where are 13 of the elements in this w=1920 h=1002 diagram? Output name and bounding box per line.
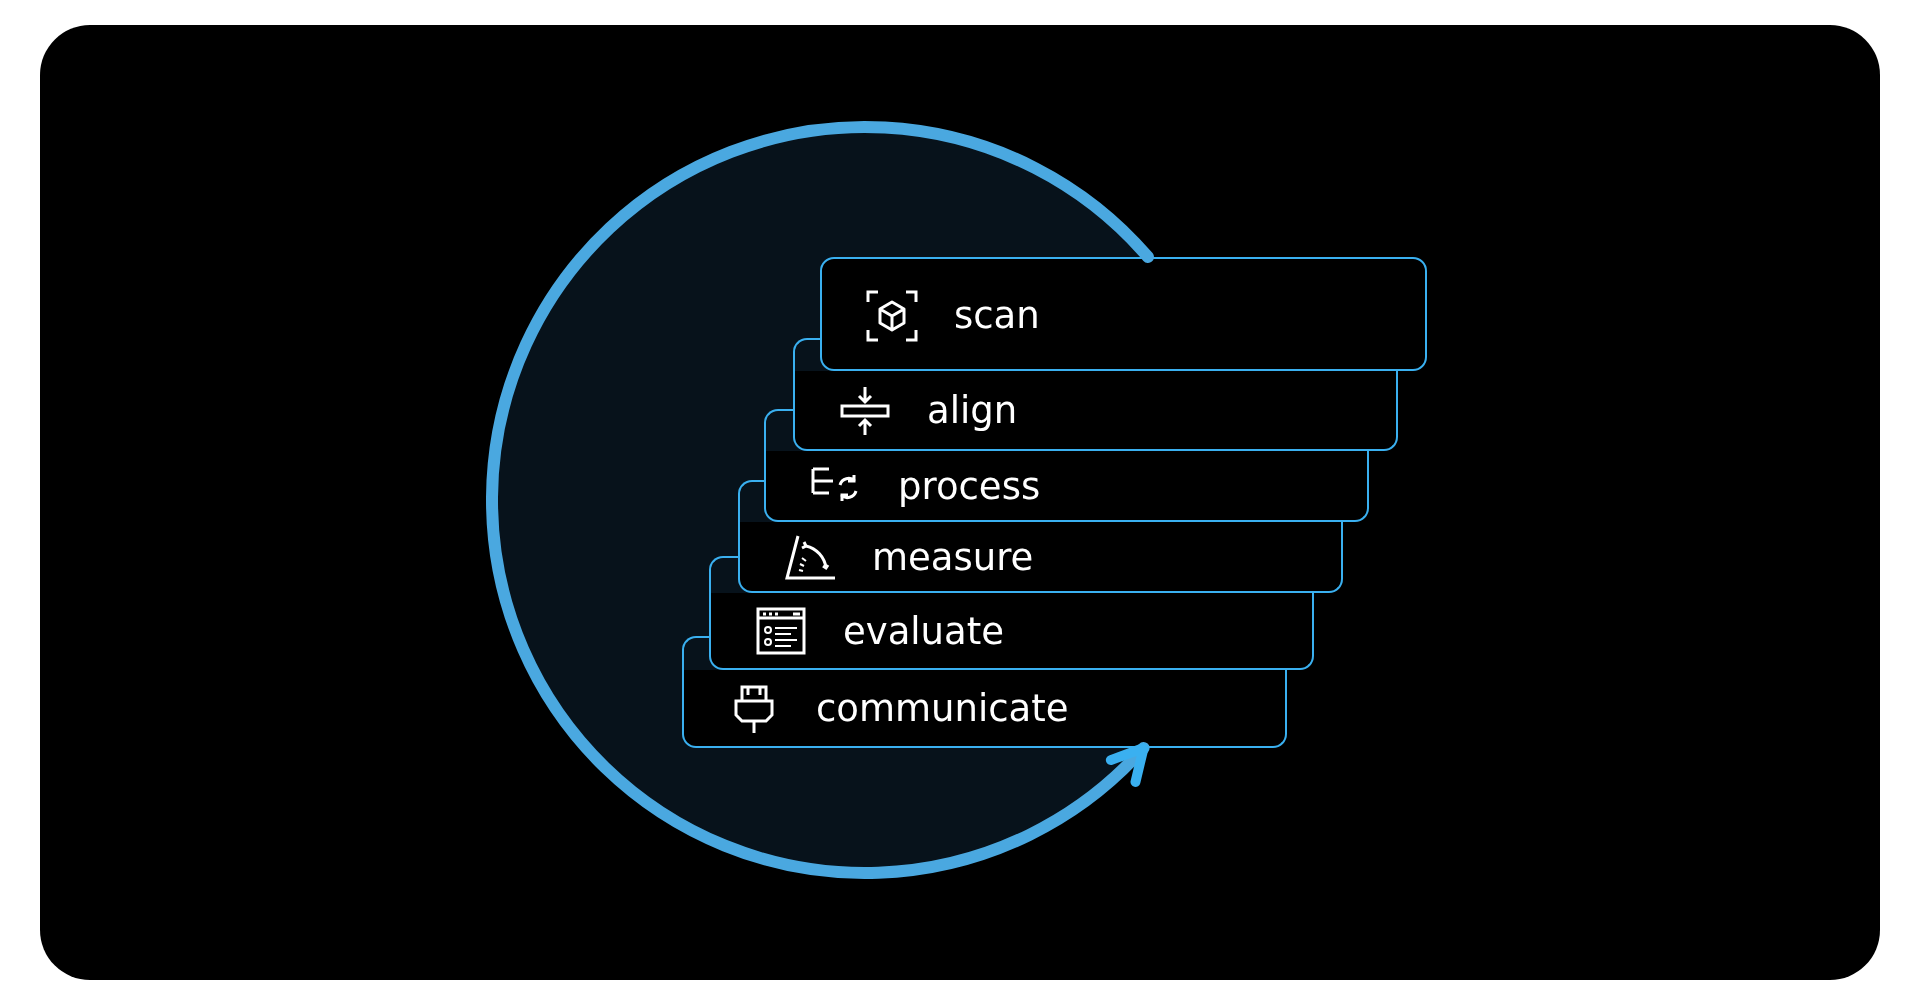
cycle-arrow xyxy=(486,121,1154,879)
step-label: evaluate xyxy=(843,609,1004,654)
step-label: process xyxy=(898,464,1041,509)
step-card xyxy=(820,257,1427,371)
step-card xyxy=(793,371,1398,451)
step-label: communicate xyxy=(816,687,1069,731)
step-label: scan xyxy=(954,294,1040,338)
step-label: measure xyxy=(872,535,1034,580)
step-label: align xyxy=(927,389,1018,433)
step-card xyxy=(738,522,1343,593)
step-card xyxy=(764,451,1369,522)
step-card xyxy=(682,670,1287,748)
step-card xyxy=(709,593,1314,670)
